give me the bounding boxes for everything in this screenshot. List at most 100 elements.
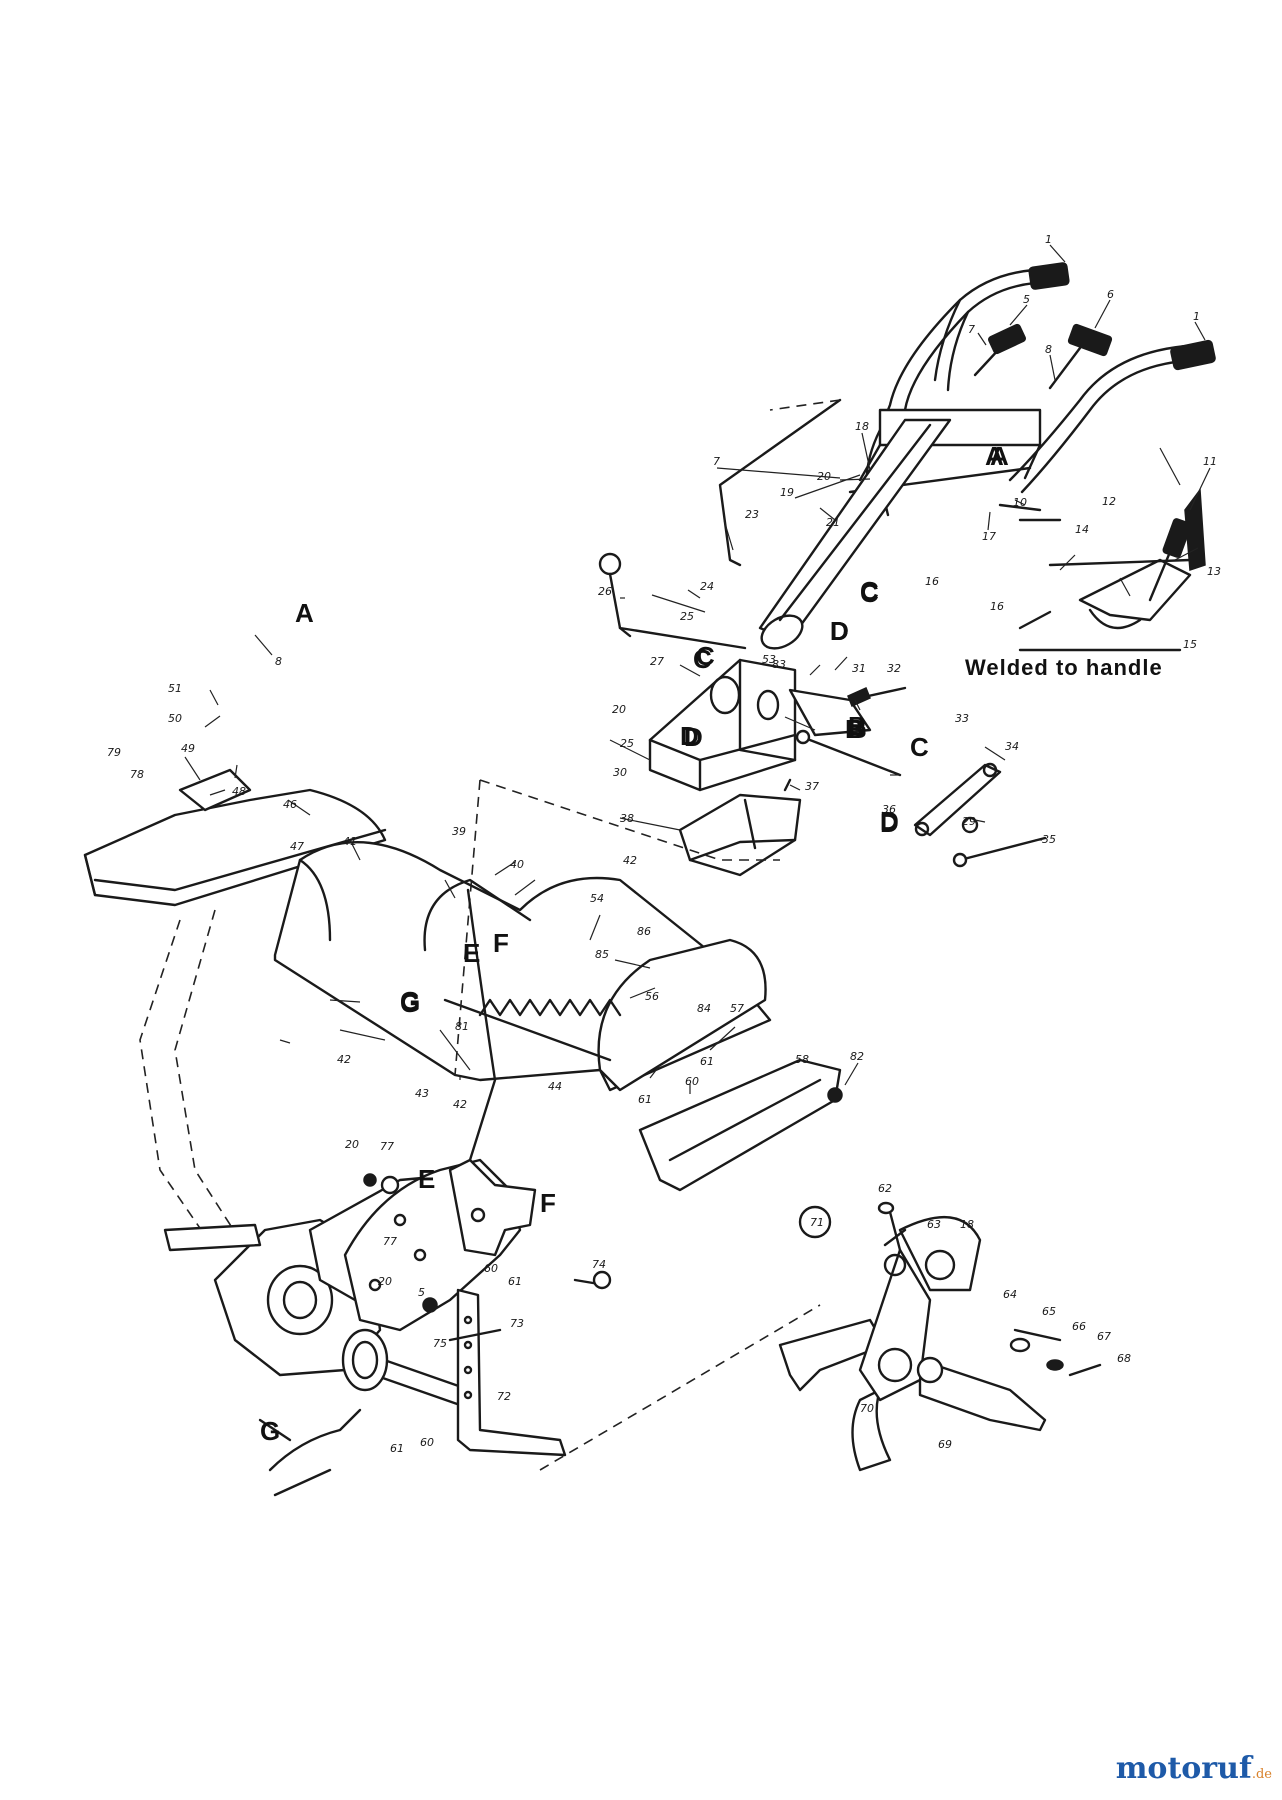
part-label: 61 [390, 1442, 404, 1455]
part-label: 74 [592, 1258, 606, 1271]
ref-letter-d: D [680, 721, 699, 751]
ref-letter-d: D [830, 616, 849, 646]
part-label: 1 [1193, 310, 1200, 323]
part-label: 61 [508, 1275, 522, 1288]
item-71-circle [798, 1205, 832, 1239]
part-labels: 1 1 5 6 7 8 7 18 20 19 21 A 10 17 16 16 … [107, 233, 1221, 1455]
ref-letter: C [860, 576, 879, 606]
tine-left-partial [258, 1408, 362, 1497]
part-label: 60 [685, 1075, 699, 1088]
ref-letter: G [400, 986, 420, 1016]
part-label: 37 [805, 780, 819, 793]
part-label: 71 [810, 1216, 824, 1229]
tine-assembly [778, 1215, 1047, 1472]
part-label: 12 [1102, 495, 1116, 508]
part-label: 62 [878, 1182, 892, 1195]
part-label: 42 [453, 1098, 467, 1111]
part-label: 65 [1042, 1305, 1056, 1318]
ref-letter-b: B [845, 714, 864, 744]
part-label: 75 [433, 1337, 447, 1350]
mount-bracket-30 [648, 658, 907, 792]
part-label: 56 [645, 990, 659, 1003]
ref-letter-c: C [910, 732, 929, 762]
part-label: 41 [343, 835, 357, 848]
part-label: 79 [107, 746, 121, 759]
tine-shaft [341, 1328, 472, 1407]
handlebar [865, 262, 1216, 517]
part-label: 47 [290, 840, 304, 853]
part-label: 20 [378, 1275, 392, 1288]
part-label: 68 [1117, 1352, 1131, 1365]
part-label: 14 [1075, 523, 1089, 536]
part-label: 48 [232, 785, 246, 798]
depth-bar-34 [913, 762, 1047, 868]
part-label: 49 [181, 742, 195, 755]
part-label: 40 [510, 858, 524, 871]
part-label: 25 [620, 737, 634, 750]
part-label: 13 [1207, 565, 1221, 578]
part-label: 77 [383, 1235, 397, 1248]
brand-name: motoruf [1115, 1751, 1252, 1786]
part-label: 24 [700, 580, 714, 593]
part-label: 83 [772, 658, 786, 671]
ref-letter-b-copy: B [848, 714, 867, 744]
part-label: 23 [745, 508, 759, 521]
part-label: 85 [595, 948, 609, 961]
depth-stake-72 [456, 1288, 567, 1457]
guide-line-tine [539, 1304, 821, 1471]
leader-lines [184, 244, 1211, 1094]
ref-letter-f: F [493, 928, 509, 958]
part-label: 8 [1045, 343, 1052, 356]
part-label: 19 [780, 486, 794, 499]
part-label: 7 [713, 455, 720, 468]
part-label: 16 [925, 575, 939, 588]
guide-line-handle [769, 399, 841, 411]
ref-letter-c: C [860, 578, 879, 608]
part-label: 39 [452, 825, 466, 838]
left-shield-47 [83, 768, 387, 907]
ref-letter: C [696, 641, 715, 671]
part-label: 54 [590, 892, 604, 905]
part-label: 60 [420, 1436, 434, 1449]
part-label: 31 [852, 662, 866, 675]
part-label: 58 [795, 1053, 809, 1066]
part-label: 44 [548, 1080, 562, 1093]
ref-letter-e: E [463, 938, 480, 968]
ref-letter-a: A [985, 441, 1004, 471]
part-label: 36 [882, 803, 896, 816]
ref-letter: D [880, 806, 899, 836]
welded-to-handle-note: Welded to handle [965, 655, 1163, 680]
shield-flap-58 [638, 1058, 843, 1192]
ref-letter: D [830, 616, 849, 646]
handle-tube [758, 418, 952, 650]
reference-letters: A A B B C C C D D D E E F F G G [260, 441, 1004, 1446]
part-label: 29 [962, 815, 976, 828]
bolt-36 [795, 729, 902, 777]
part-label: 16 [990, 600, 1004, 613]
guide-line-bracket-2 [454, 779, 481, 1076]
part-label: 11 [1203, 455, 1217, 468]
part-label: 53 [762, 653, 776, 666]
part-label: 21 [826, 516, 840, 529]
part-label: 25 [680, 610, 694, 623]
ref-letter-d: D [880, 808, 899, 838]
ref-letter-c: C [693, 644, 712, 674]
part-label: 7 [968, 323, 975, 336]
saw-tooth-edge-44 [478, 998, 622, 1017]
guide-line-shield-2 [174, 909, 241, 1241]
handle-control-levers [973, 323, 1113, 390]
part-label: 77 [380, 1140, 394, 1153]
cable [466, 888, 497, 1162]
handle-crank-26 [598, 552, 747, 650]
part-label: 15 [1183, 638, 1197, 651]
brand-tld: .de [1251, 1767, 1272, 1782]
part-label: 82 [850, 1050, 864, 1063]
ref-letter-g: G [400, 988, 420, 1018]
part-label: 1 [1045, 233, 1052, 246]
part-label: 6 [1107, 288, 1114, 301]
part-label: 63 [927, 1218, 941, 1231]
part-label: 18 [855, 420, 869, 433]
ref-letter: B [848, 711, 867, 741]
part-label: 61 [700, 1055, 714, 1068]
